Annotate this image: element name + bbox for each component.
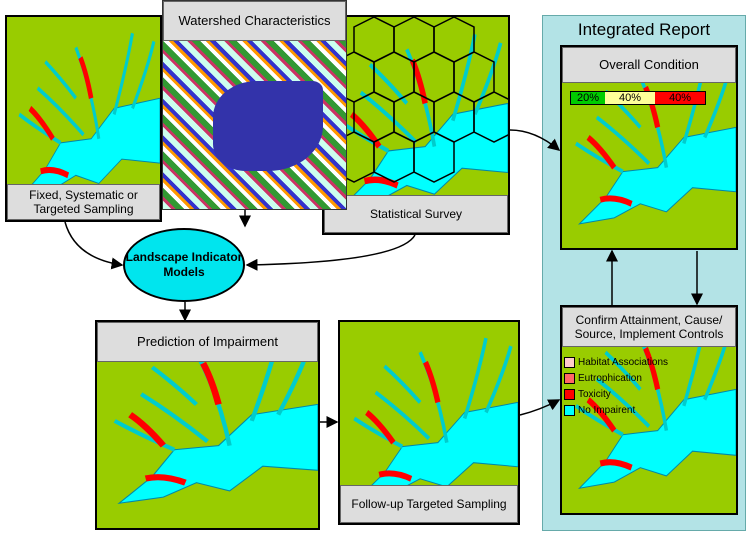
report-title: Integrated Report	[577, 20, 711, 39]
legend-label: No Impairent	[578, 405, 636, 416]
prediction-panel: Prediction of Impairment	[95, 320, 320, 530]
fixed-sampling-panel: Fixed, Systematic or Targeted Sampling	[5, 15, 162, 222]
statistical-survey-panel: Statistical Survey	[322, 15, 510, 235]
legend-habitat: Habitat Associations	[564, 357, 668, 368]
good-percent: 20%	[571, 92, 606, 104]
follow-up-label: Follow-up Targeted Sampling	[340, 485, 518, 523]
legend-label: Toxicity	[578, 389, 611, 400]
fixed-sampling-label: Fixed, Systematic or Targeted Sampling	[7, 184, 160, 220]
watershed-title: Watershed Characteristics	[163, 1, 346, 41]
overall-condition-title: Overall Condition	[562, 47, 736, 83]
confirm-panel: Confirm Attainment, Cause/ Source, Imple…	[560, 305, 738, 515]
legend-label: Habitat Associations	[578, 357, 669, 368]
condition-percent-bar: 20% 40% 40%	[570, 91, 707, 105]
overall-condition-panel: Overall Condition 20% 40% 40%	[560, 45, 738, 250]
prediction-title: Prediction of Impairment	[97, 322, 318, 362]
landscape-indicator-models: Landscape Indicator Models	[123, 228, 245, 302]
watershed-panel: Watershed Characteristics	[162, 0, 347, 210]
poor-percent: 40%	[655, 92, 706, 104]
follow-up-panel: Follow-up Targeted Sampling	[338, 320, 520, 525]
confirm-title: Confirm Attainment, Cause/ Source, Imple…	[562, 307, 736, 347]
legend-toxicity: Toxicity	[564, 389, 611, 400]
fair-percent: 40%	[605, 92, 656, 104]
arrow-survey-to-models	[245, 234, 416, 271]
watershed-water	[213, 81, 323, 171]
arrow-sampling-to-models	[64, 221, 124, 270]
legend-no-impairment: No Impairent	[564, 405, 635, 416]
statistical-survey-label: Statistical Survey	[324, 195, 508, 233]
legend-label: Eutrophication	[578, 373, 642, 384]
legend-eutrophication: Eutrophication	[564, 373, 642, 384]
